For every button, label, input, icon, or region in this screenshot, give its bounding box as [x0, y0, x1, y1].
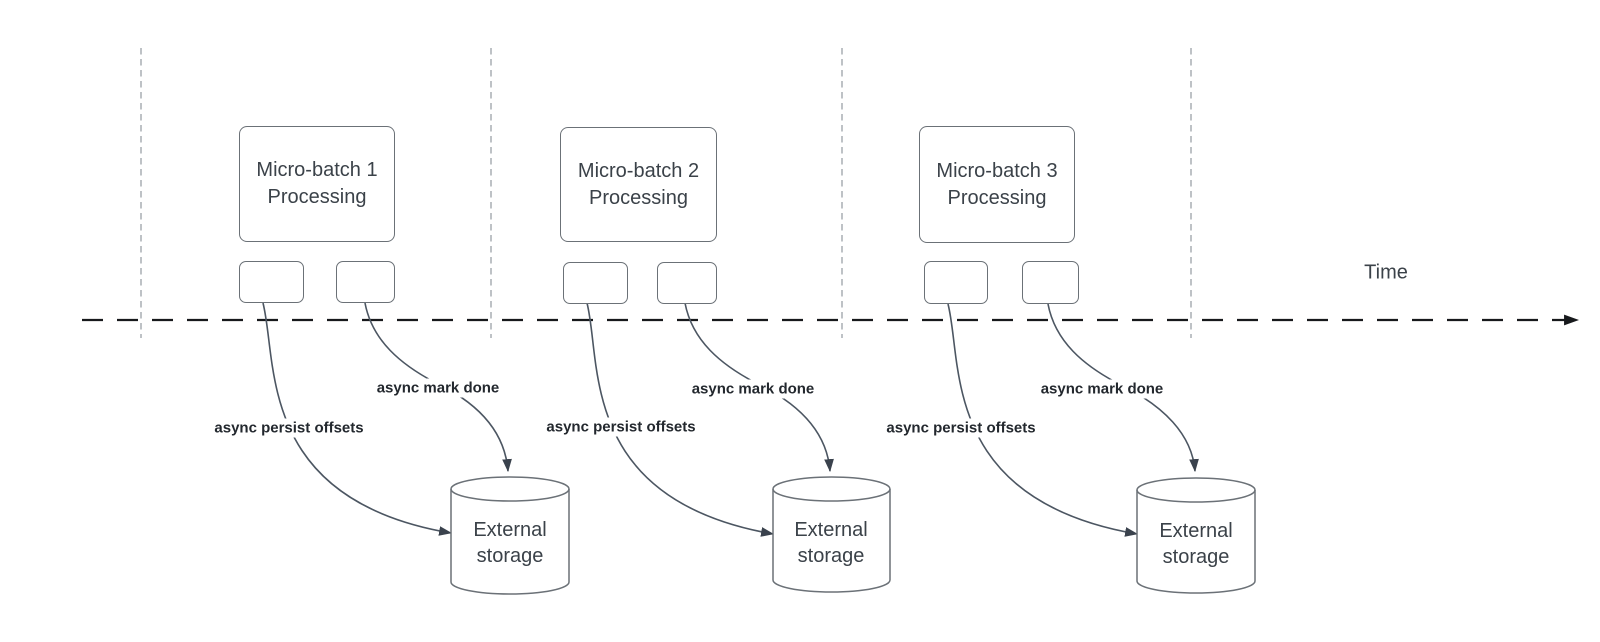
external-storage-cylinder-1: [450, 476, 570, 595]
persist-offsets-label-2: async persist offsets: [542, 417, 700, 437]
micro-batch-2-label-line2: Processing: [589, 186, 688, 209]
micro-batch-3-label-line2: Processing: [947, 186, 1047, 209]
persist-offsets-label-1: async persist offsets: [210, 418, 368, 438]
micro-batch-1-box: Micro-batch 1 Processing: [239, 126, 395, 242]
mark-done-label-3: async mark done: [1036, 379, 1168, 399]
persist-offsets-label-3: async persist offsets: [882, 418, 1040, 438]
external-storage-label-2: External storage: [794, 517, 867, 569]
micro-batch-1-label-line2: Processing: [267, 186, 367, 208]
cylinder-body: [1136, 477, 1256, 594]
external-storage-cylinder-3: [1136, 477, 1256, 594]
mark-task-box-2: [657, 262, 717, 304]
micro-batch-3-box: Micro-batch 3 Processing: [919, 126, 1075, 243]
external-storage-cylinder-2: [772, 476, 891, 593]
cylinder-body: [772, 476, 891, 593]
mark-done-label-1: async mark done: [372, 378, 504, 398]
micro-batch-1-label-line1: Micro-batch 1: [256, 159, 378, 181]
external-storage-label-3-line2: storage: [1162, 546, 1230, 568]
external-storage-label-1: External storage: [473, 517, 546, 569]
external-storage-label-3-line1: External: [1159, 520, 1233, 542]
mark-task-box-3: [1022, 261, 1079, 304]
mark-task-box-1: [336, 261, 395, 303]
persist-task-box-2: [563, 262, 628, 304]
cylinder-body: [450, 476, 570, 595]
cylinder-rim: [772, 488, 891, 502]
micro-batch-2-label-line1: Micro-batch 2: [577, 159, 700, 182]
persist-task-box-1: [239, 261, 304, 303]
external-storage-label-2-line1: External: [794, 519, 868, 541]
persist-task-box-3: [924, 261, 988, 304]
cylinder-rim: [450, 488, 570, 502]
external-storage-label-3: External storage: [1159, 518, 1232, 570]
external-storage-label-1-line1: External: [473, 519, 547, 541]
micro-batch-2-box: Micro-batch 2 Processing: [560, 127, 717, 242]
micro-batch-3-label-line1: Micro-batch 3: [936, 159, 1058, 182]
mark-done-label-2: async mark done: [687, 379, 819, 399]
cylinder-rim: [1136, 489, 1256, 503]
external-storage-label-2-line2: storage: [797, 545, 865, 567]
time-axis-label: Time: [1364, 261, 1408, 284]
external-storage-label-1-line2: storage: [476, 545, 544, 567]
